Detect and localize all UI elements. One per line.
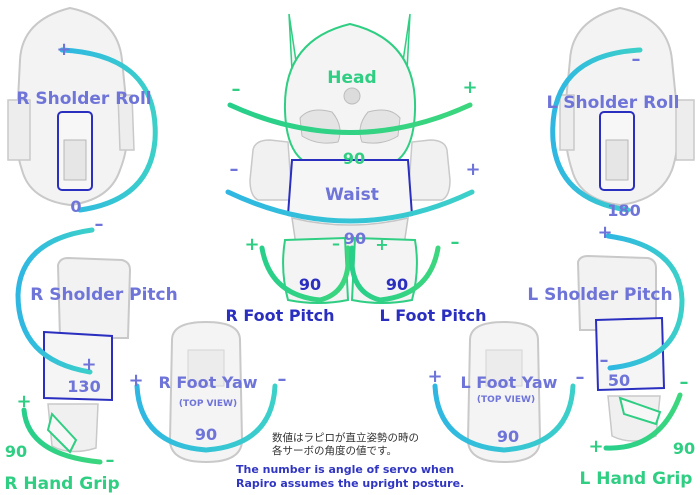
l-foot-pitch-value: 90: [386, 275, 408, 294]
r-hand-grip-value: 90: [5, 442, 27, 461]
note-english-line-1: The number is angle of servo when: [236, 463, 455, 476]
l-sholder-pitch-value: 50: [608, 371, 630, 390]
note-japanese-line-2: 各サーボの角度の値です。: [272, 445, 397, 457]
l-sholder-roll-minus: –: [632, 49, 641, 70]
l-hand-grip-arc: [603, 392, 683, 451]
l-sholder-roll-label: L Sholder Roll: [546, 93, 679, 113]
r-foot-pitch-label: R Foot Pitch: [225, 306, 334, 325]
l-sholder-pitch-minus: –: [600, 350, 609, 371]
l-hand-grip-value: 90: [673, 439, 695, 458]
head-minus: –: [232, 79, 241, 100]
l-foot-yaw-plus: +: [427, 366, 442, 387]
waist-minus: –: [230, 159, 239, 180]
r-sholder-roll-label: R Sholder Roll: [16, 89, 151, 109]
l-sholder-pitch-arm: [576, 254, 666, 442]
l-sholder-pitch-plus: +: [597, 222, 612, 243]
r-sholder-pitch-label: R Sholder Pitch: [30, 285, 177, 305]
l-sholder-roll-arc: [550, 47, 643, 213]
r-hand-grip-minus: –: [106, 450, 115, 471]
l-hand-grip-label: L Hand Grip: [580, 469, 693, 489]
note-japanese-line-1: 数値はラピロが直立姿勢の時の: [272, 432, 419, 444]
r-foot-yaw-sub: (TOP VIEW): [179, 399, 237, 409]
r-sholder-pitch-arm: [43, 256, 132, 454]
l-foot-yaw-minus: –: [576, 367, 585, 388]
l-foot-pitch-plus: +: [375, 235, 388, 254]
l-sholder-roll-robot: [559, 6, 695, 207]
r-sholder-roll-value: 0: [70, 197, 81, 216]
l-sholder-pitch-arc: [605, 233, 685, 371]
note-english: The number is angle of servo when Rapiro…: [236, 463, 464, 491]
r-sholder-pitch-value: 130: [67, 377, 100, 396]
r-foot-pitch-value: 90: [299, 275, 321, 294]
l-hand-grip-plus: +: [588, 436, 603, 457]
l-foot-pitch-arc: [349, 245, 441, 303]
note-english-line-2: Rapiro assumes the upright posture.: [236, 477, 465, 490]
l-foot-pitch-label: L Foot Pitch: [380, 306, 487, 325]
r-hand-grip-arc: [21, 407, 103, 465]
r-sholder-pitch-minus: –: [95, 214, 104, 235]
r-foot-yaw-plus: +: [128, 370, 143, 391]
waist-plus: +: [465, 159, 480, 180]
r-sholder-roll-plus: +: [56, 39, 71, 60]
head-plus: +: [462, 77, 477, 98]
r-sholder-pitch-plus: +: [81, 354, 96, 375]
l-hand-grip-minus: –: [680, 372, 689, 393]
r-foot-yaw-value: 90: [195, 425, 217, 444]
r-hand-grip-plus: +: [16, 391, 31, 412]
waist-label: Waist: [325, 185, 379, 205]
r-foot-yaw-minus: –: [278, 369, 287, 390]
l-foot-yaw-sub: (TOP VIEW): [477, 395, 535, 405]
r-foot-yaw-arc: [134, 383, 278, 453]
r-sholder-roll-arc: [59, 47, 158, 213]
l-sholder-roll-value: 180: [607, 201, 640, 220]
head-arc: [227, 102, 473, 135]
head-label: Head: [327, 68, 376, 88]
note-japanese: 数値はラピロが直立姿勢の時の 各サーボの角度の値です。: [272, 432, 419, 458]
l-foot-pitch-minus: –: [451, 232, 460, 253]
r-foot-pitch-arc: [259, 245, 351, 303]
r-foot-yaw-label: R Foot Yaw: [158, 373, 257, 392]
r-foot-pitch-minus: –: [332, 234, 340, 253]
r-foot-pitch-plus: +: [244, 234, 259, 255]
r-sholder-pitch-arc: [15, 227, 95, 375]
l-sholder-pitch-label: L Sholder Pitch: [527, 285, 672, 305]
l-foot-yaw-label: L Foot Yaw: [461, 373, 558, 392]
l-foot-yaw-arc: [432, 383, 576, 453]
waist-value: 90: [344, 229, 366, 248]
head-value: 90: [343, 149, 365, 168]
waist-arc: [225, 189, 475, 224]
l-foot-yaw-value: 90: [497, 427, 519, 446]
r-hand-grip-label: R Hand Grip: [4, 474, 119, 494]
